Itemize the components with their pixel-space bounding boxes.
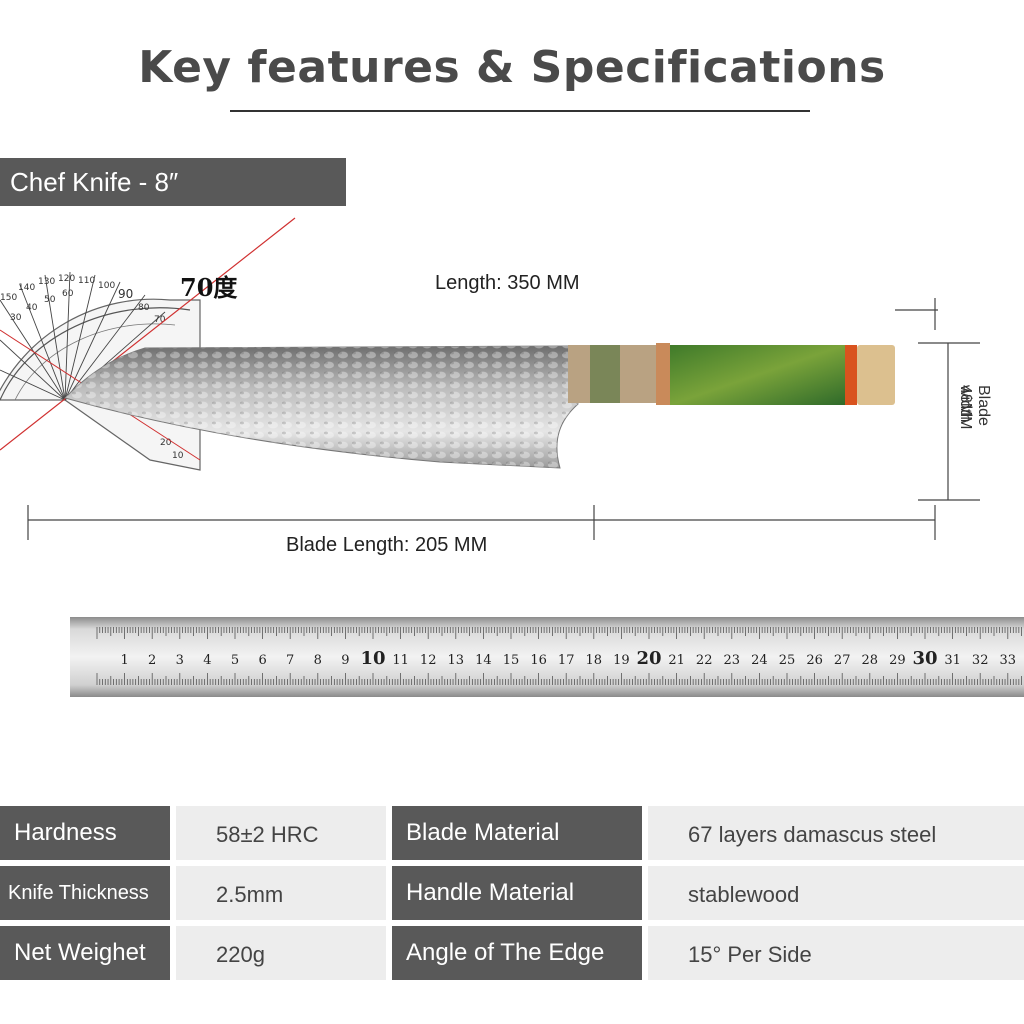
ruler-number: 1 — [120, 653, 128, 668]
protractor-tick: 80 — [138, 303, 150, 313]
product-name-bar: Chef Knife - 8″ — [0, 158, 346, 206]
ruler-number: 17 — [558, 653, 575, 668]
spec-label-edge-angle: Angle of The Edge — [392, 926, 642, 980]
protractor-tick: 140 — [18, 283, 35, 293]
ruler-number: 4 — [203, 653, 211, 668]
ruler-number: 3 — [176, 653, 184, 668]
protractor-tick: 30 — [10, 313, 22, 323]
ruler-number: 15 — [503, 653, 520, 668]
ruler-number: 14 — [475, 653, 492, 668]
spec-value-edge-angle: 15° Per Side — [648, 926, 1024, 980]
protractor-tick: 110 — [78, 276, 95, 286]
spec-table: Hardness 58±2 HRC Blade Material 67 laye… — [0, 806, 1024, 982]
edge-angle-label: 70度 — [180, 273, 238, 302]
angle-line — [0, 217, 296, 451]
ruler-number: 19 — [613, 653, 630, 668]
ruler-number: 18 — [586, 653, 603, 668]
protractor-tick: 10 — [172, 451, 184, 461]
ruler-number: 30 — [912, 648, 937, 669]
blade-length-label: Blade Length: 205 MM — [286, 534, 488, 556]
ruler-number: 16 — [530, 653, 547, 668]
spec-label-handle-material: Handle Material — [392, 866, 642, 920]
ruler-number: 2 — [148, 653, 156, 668]
title-underline — [230, 110, 810, 112]
ruler-number: 20 — [636, 648, 661, 669]
protractor-tick: 150 — [0, 293, 17, 303]
spec-value-blade-material: 67 layers damascus steel — [648, 806, 1024, 860]
ruler-number: 21 — [668, 653, 685, 668]
ruler-number: 27 — [834, 653, 851, 668]
blade-width-label: Blade width 48MM — [948, 385, 996, 485]
protractor-tick: 20 — [160, 438, 172, 448]
spec-value-net-weight: 220g — [176, 926, 386, 980]
protractor-tick: 50 — [44, 295, 56, 305]
ruler-number: 29 — [889, 653, 906, 668]
spec-value-handle-material: stablewood — [648, 866, 1024, 920]
spec-label-blade-material: Blade Material — [392, 806, 642, 860]
page-title: Key features & Specifications — [138, 42, 886, 93]
ruler-number: 28 — [862, 653, 879, 668]
ruler-number: 7 — [286, 653, 294, 668]
ruler-number: 9 — [341, 653, 349, 668]
ruler-number: 26 — [806, 653, 823, 668]
ruler-number: 5 — [231, 653, 239, 668]
protractor-tick: 120 — [58, 274, 75, 284]
handle-spacer — [656, 343, 670, 405]
protractor-tick: 60 — [62, 289, 74, 299]
protractor-tick: 70 — [154, 315, 166, 325]
ruler-number: 10 — [360, 648, 385, 669]
ruler-number: 25 — [779, 653, 796, 668]
handle-green-wood — [670, 345, 845, 405]
ruler-number: 32 — [972, 653, 989, 668]
spec-label-net-weight: Net Weighet — [0, 926, 170, 980]
ruler-number: 12 — [420, 653, 437, 668]
ruler-number: 31 — [944, 653, 961, 668]
protractor-tick: 40 — [26, 303, 38, 313]
ruler-number: 24 — [751, 653, 768, 668]
handle-accent-ring — [845, 345, 857, 405]
spec-value-hardness: 58±2 HRC — [176, 806, 386, 860]
ruler-number: 23 — [724, 653, 741, 668]
protractor-tick: 130 — [38, 277, 55, 287]
spec-label-knife-thickness: Knife Thickness — [0, 866, 170, 920]
ruler-number: 8 — [314, 653, 322, 668]
ruler-number: 6 — [258, 653, 266, 668]
ruler-number: 13 — [448, 653, 465, 668]
protractor-tick: 100 — [98, 281, 115, 291]
ruler-number: 11 — [392, 653, 409, 668]
ruler-number: 22 — [696, 653, 713, 668]
knife-diagram: 150 140 130 120 110 100 90 80 70 60 50 4… — [0, 217, 980, 540]
handle-end-cap — [857, 345, 895, 405]
ruler-number: 33 — [1000, 653, 1017, 668]
protractor-tick: 90 — [118, 287, 133, 301]
overall-length-label: Length: 350 MM — [435, 272, 580, 294]
spec-label-hardness: Hardness — [0, 806, 170, 860]
spec-value-knife-thickness: 2.5mm — [176, 866, 386, 920]
blade-width-label-line2: 48MM — [957, 385, 974, 430]
